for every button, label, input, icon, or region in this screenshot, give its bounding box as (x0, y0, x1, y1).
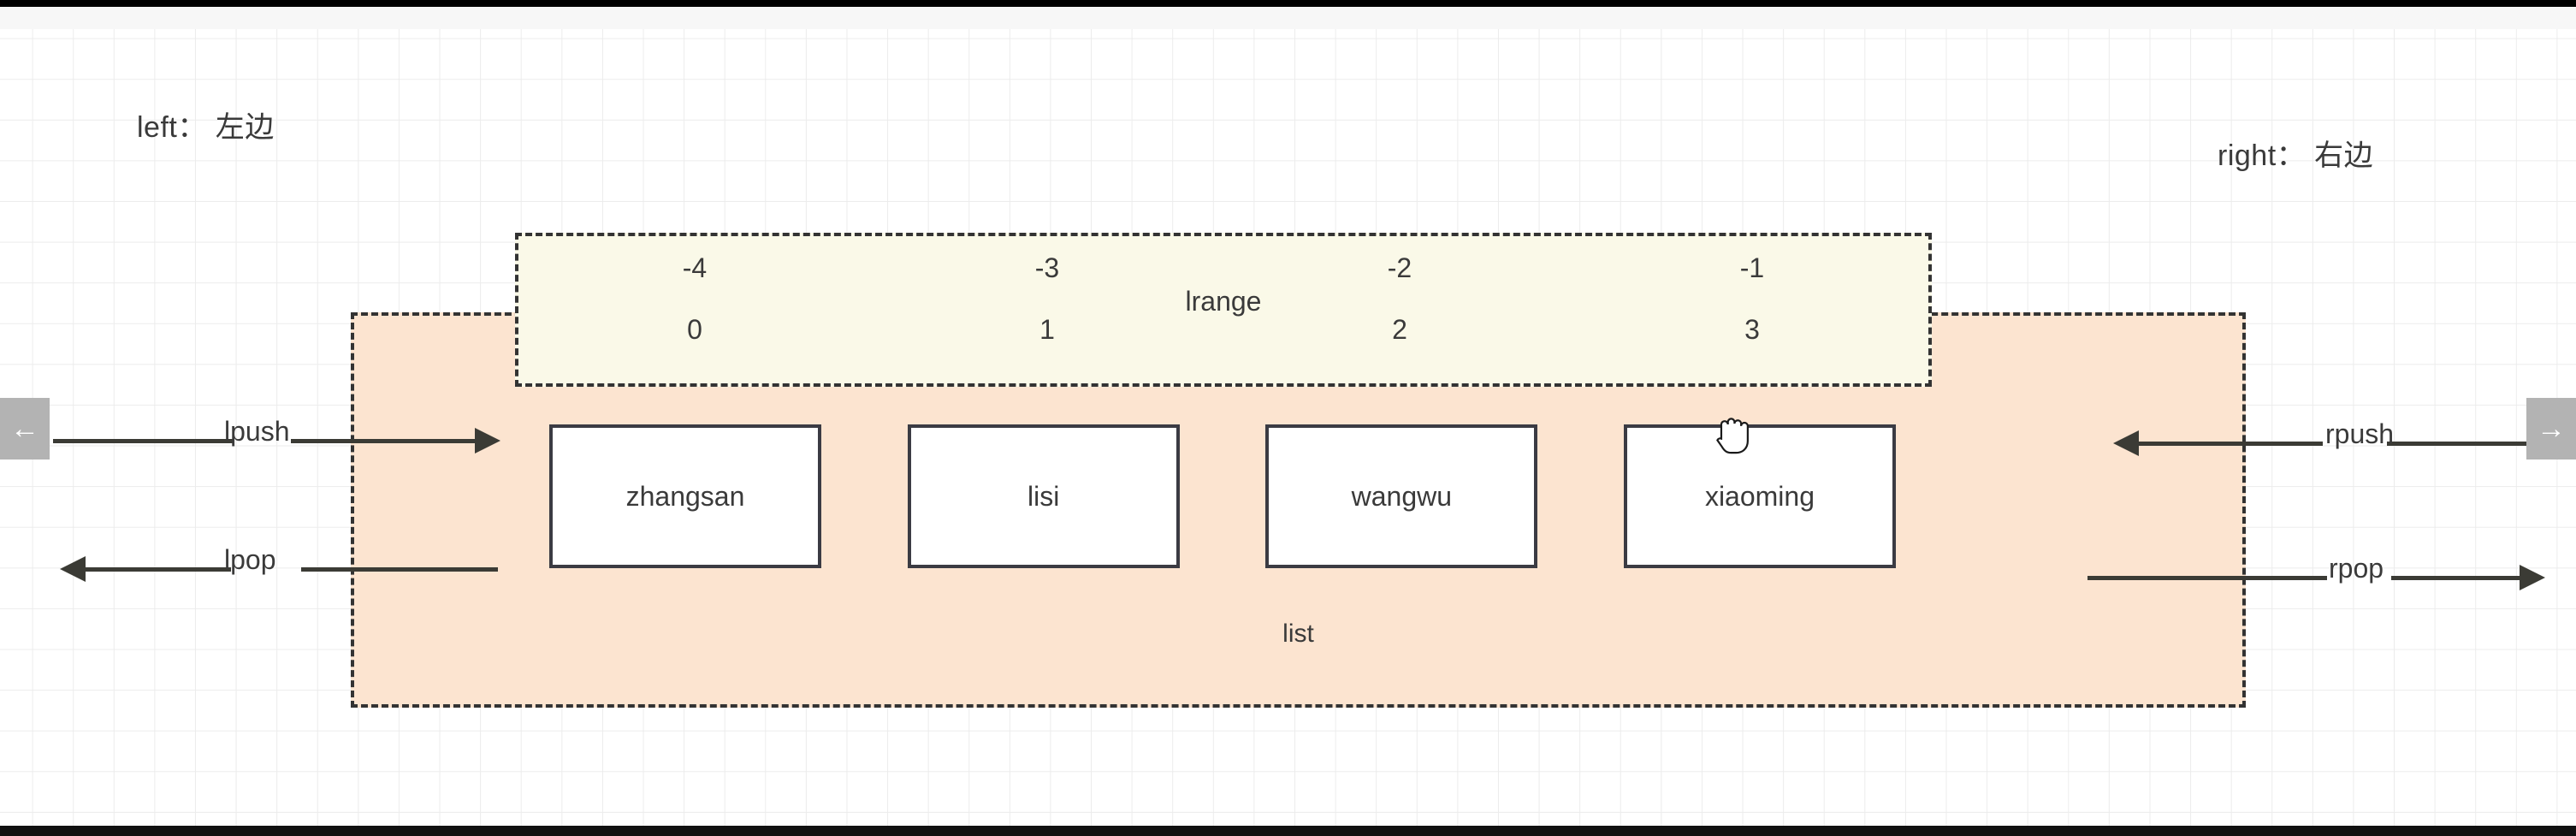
caption-left: left： 左边 (137, 111, 275, 144)
rpush-label: rpush (2325, 418, 2395, 449)
positive-index-0: 0 (687, 314, 702, 345)
caption-right: right： 右边 (2218, 139, 2374, 172)
negative-index-2: -2 (1387, 252, 1412, 283)
nav-right-button[interactable]: → (2526, 398, 2576, 460)
list-item[interactable]: xiaoming (1623, 424, 1896, 568)
letterbox-bottom (0, 826, 2576, 836)
rpop-label: rpop (2329, 553, 2384, 584)
lrange-label: lrange (1185, 286, 1262, 317)
positive-index-1: 1 (1039, 314, 1055, 345)
positive-index-2: 2 (1392, 314, 1407, 345)
negative-index-1: -3 (1034, 252, 1060, 283)
lpush-label: lpush (224, 416, 290, 447)
positive-index-row: 0 1 2 3 (518, 314, 1928, 345)
negative-index-0: -4 (682, 252, 708, 283)
letterbox-top (0, 0, 2576, 7)
negative-index-3: -1 (1739, 252, 1765, 283)
nav-left-button[interactable]: ← (0, 398, 50, 460)
arrow-left-icon: ← (10, 412, 39, 445)
arrow-right-icon: → (2537, 412, 2566, 445)
list-item[interactable]: wangwu (1265, 424, 1538, 568)
list-items: zhangsan lisi wangwu xiaoming (549, 424, 1896, 568)
lpop-label: lpop (224, 544, 276, 575)
list-item[interactable]: lisi (907, 424, 1180, 568)
list-label: list (1282, 620, 1314, 648)
list-item[interactable]: zhangsan (549, 424, 821, 568)
diagram-canvas[interactable]: left： 左边 right： 右边 list -4 -3 -2 -1 0 1 … (0, 7, 2576, 826)
positive-index-3: 3 (1744, 314, 1760, 345)
lrange-container: -4 -3 -2 -1 0 1 2 3 lrange (515, 233, 1932, 387)
negative-index-row: -4 -3 -2 -1 (518, 252, 1928, 283)
